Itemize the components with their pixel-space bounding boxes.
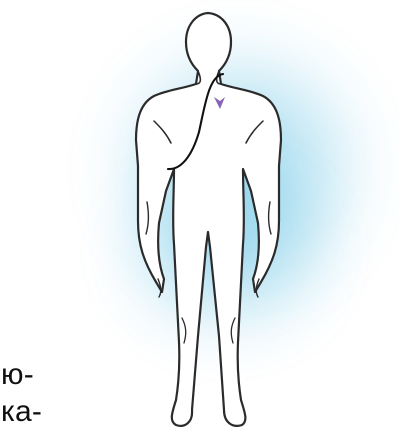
left-text-fragment-line-2: ка- <box>1 395 42 429</box>
left-text-fragment-line-1: ю- <box>1 358 34 392</box>
